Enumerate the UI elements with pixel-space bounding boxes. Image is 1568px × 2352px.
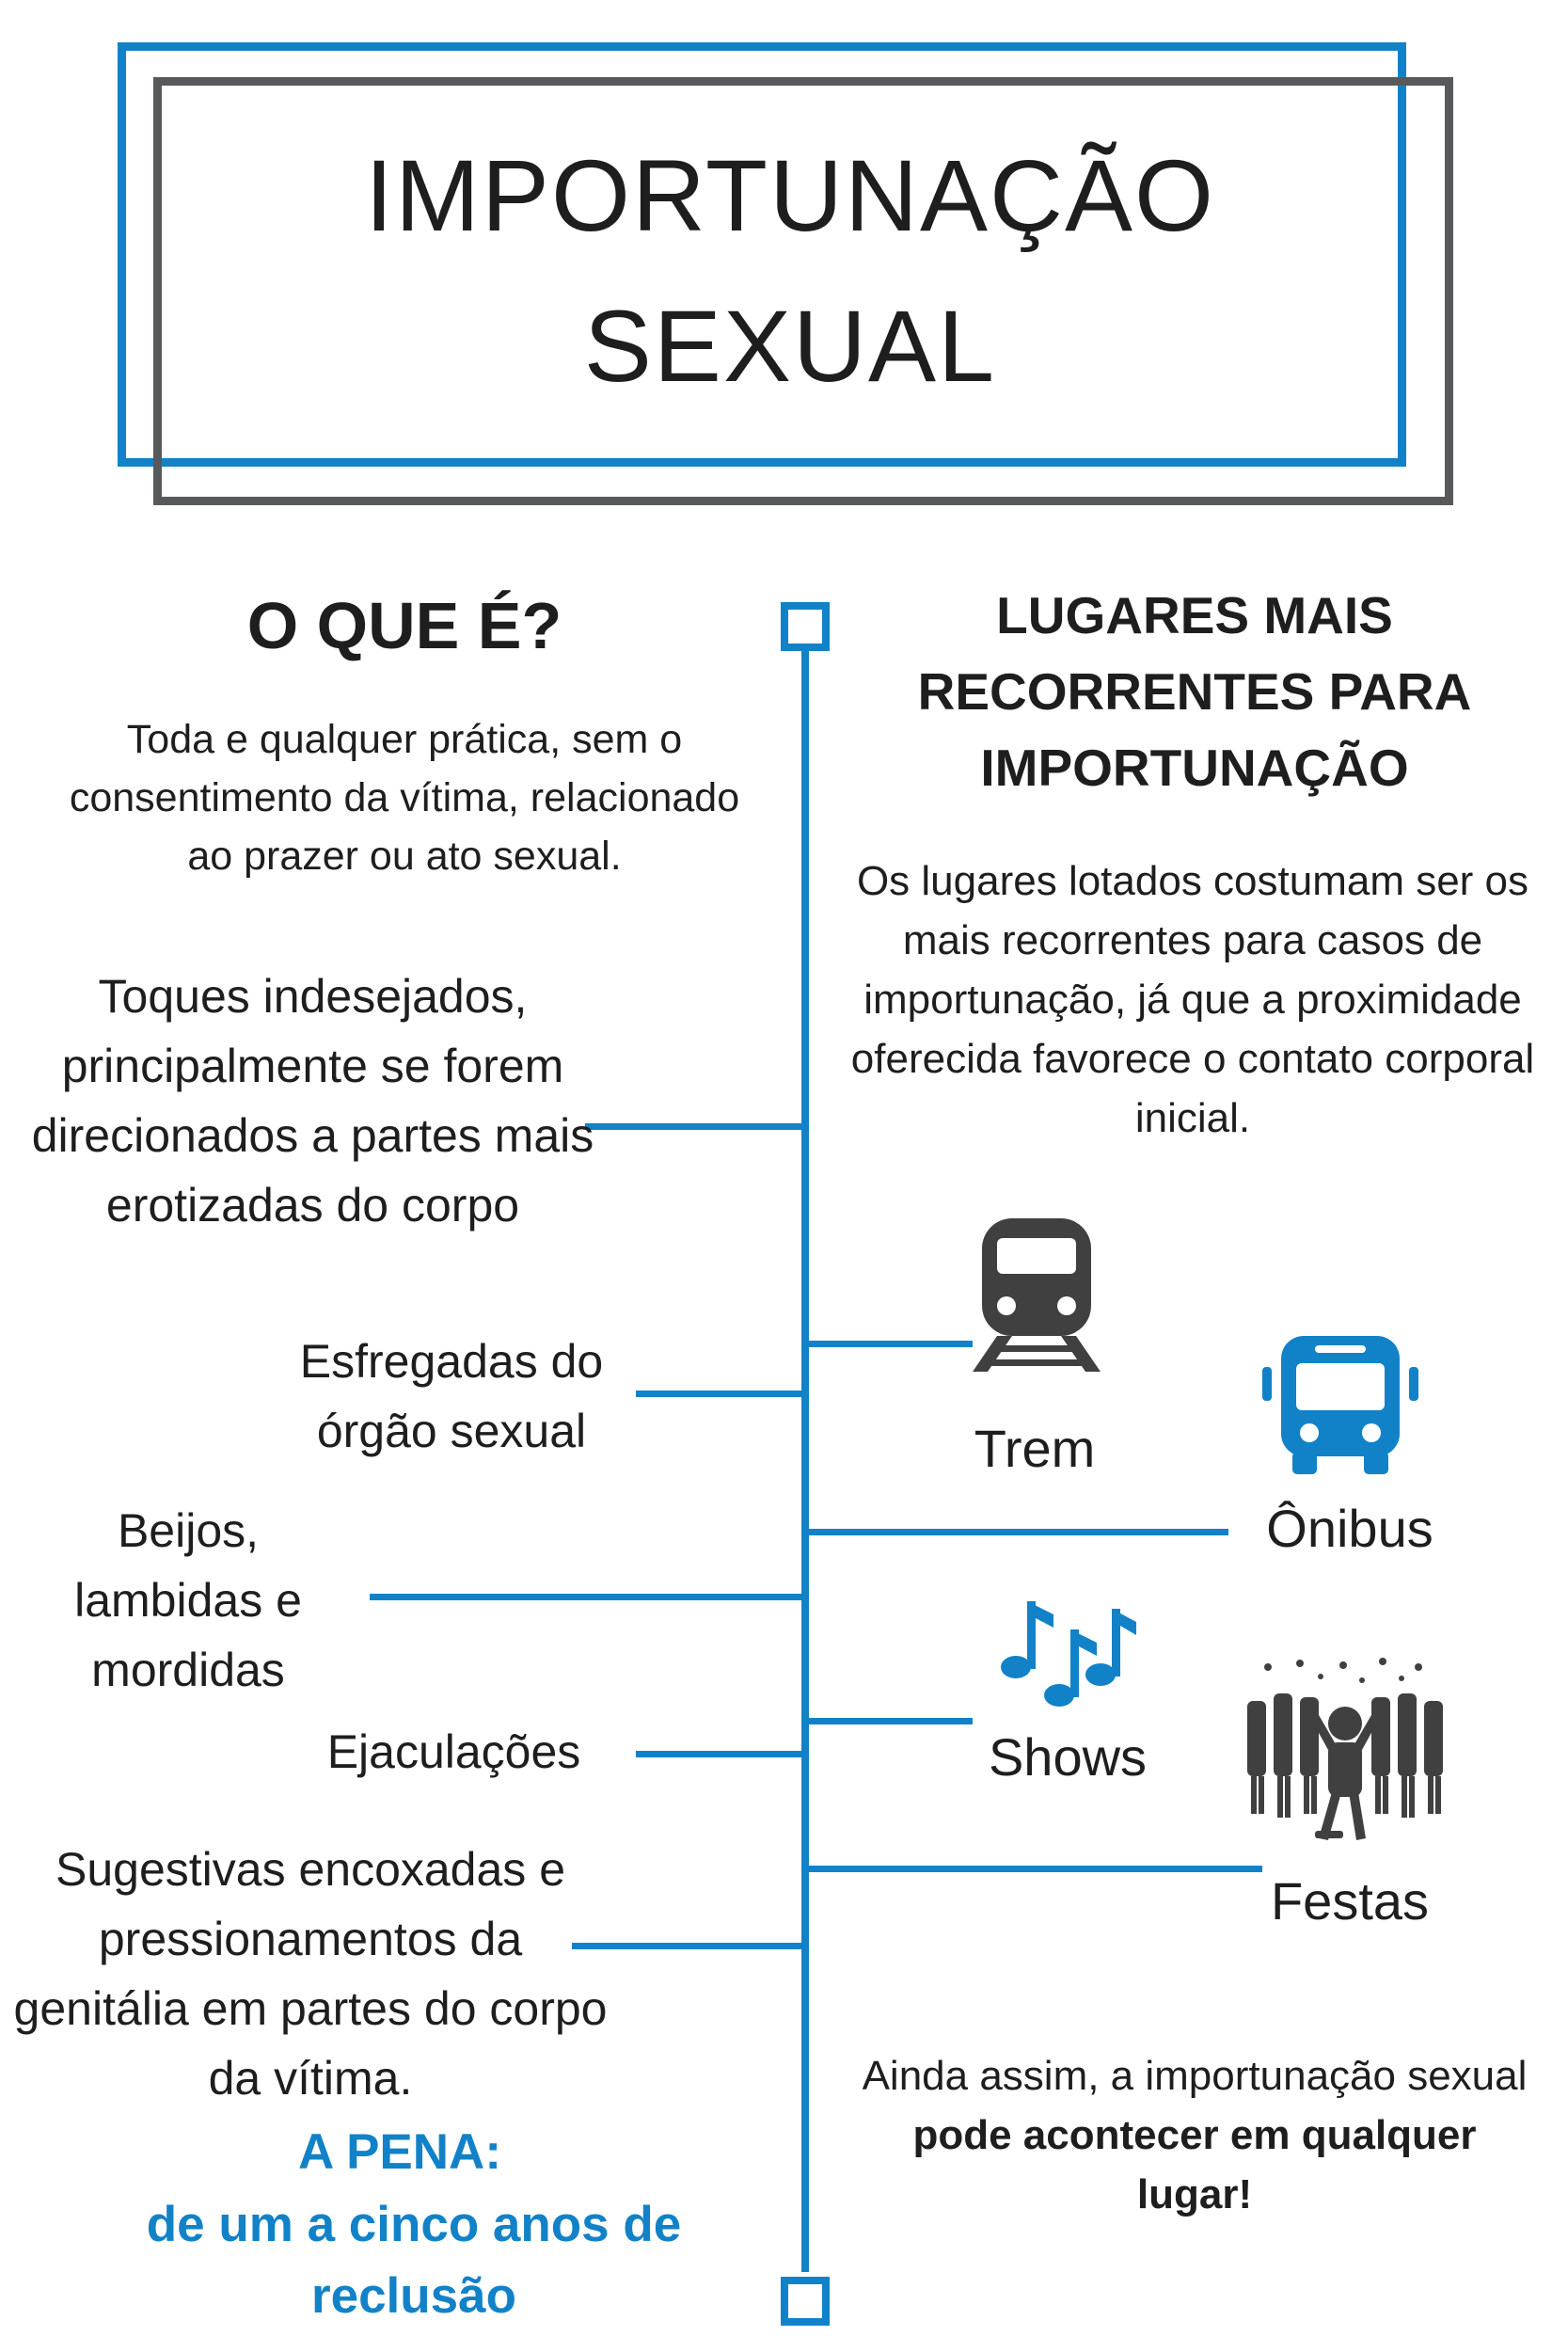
connector-festas	[805, 1866, 1262, 1872]
what-is-heading: O QUE É?	[246, 589, 562, 662]
penalty-text: de um a cinco anos de reclusão	[146, 2197, 682, 2324]
connector-item-2	[636, 1391, 805, 1397]
item-encoxadas: Sugestivas encoxadas e pressionamentos d…	[13, 1843, 608, 2105]
definition-text: Toda e qualquer prática, sem o consentim…	[69, 717, 740, 879]
connector-item-5	[572, 1943, 805, 1949]
timeline-top-marker	[781, 602, 830, 651]
timeline-line	[801, 649, 809, 2272]
places-heading: LUGARES MAIS RECORRENTES PARA IMPORTUNAÇ…	[917, 586, 1472, 797]
title-line-2: SEXUAL	[583, 289, 997, 403]
item-beijos: Beijos, lambidas e mordidas	[74, 1504, 302, 1696]
timeline-bottom-marker	[781, 2277, 830, 2326]
item-esfregadas: Esfregadas do órgão sexual	[299, 1335, 604, 1457]
title-frame-gray	[153, 77, 1453, 505]
places-intro: Os lugares lotados costumam ser os mais …	[850, 858, 1535, 1141]
final-note-prefix: Ainda assim, a importunação sexual	[862, 2053, 1528, 2099]
connector-shows	[805, 1718, 973, 1724]
bus-icon	[1262, 1336, 1418, 1474]
connector-trem	[805, 1341, 973, 1347]
penalty-heading: A PENA:	[298, 2124, 501, 2180]
item-toques: Toques indesejados, principalmente se fo…	[31, 970, 594, 1232]
party-crowd-icon	[1247, 1658, 1443, 1840]
place-onibus: Ônibus	[1266, 1499, 1433, 1558]
title-frame-blue	[118, 42, 1406, 467]
final-note-bold: pode acontecer em qualquer lugar!	[912, 2112, 1477, 2217]
final-note: Ainda assim, a importunação sexual pode …	[856, 2046, 1533, 2224]
connector-onibus	[805, 1529, 1228, 1535]
place-festas: Festas	[1270, 1871, 1430, 1931]
title-line-1: IMPORTUNAÇÃO	[364, 138, 1216, 252]
connector-item-4	[636, 1751, 805, 1757]
music-notes-icon	[1001, 1601, 1136, 1707]
place-trem: Trem	[974, 1419, 1096, 1478]
place-shows: Shows	[988, 1727, 1148, 1787]
connector-item-3	[370, 1594, 805, 1600]
connector-item-1	[585, 1123, 805, 1130]
train-icon	[973, 1218, 1101, 1372]
page-title: IMPORTUNAÇÃO SEXUAL	[216, 120, 1364, 421]
item-ejaculacoes: Ejaculações	[326, 1725, 581, 1778]
